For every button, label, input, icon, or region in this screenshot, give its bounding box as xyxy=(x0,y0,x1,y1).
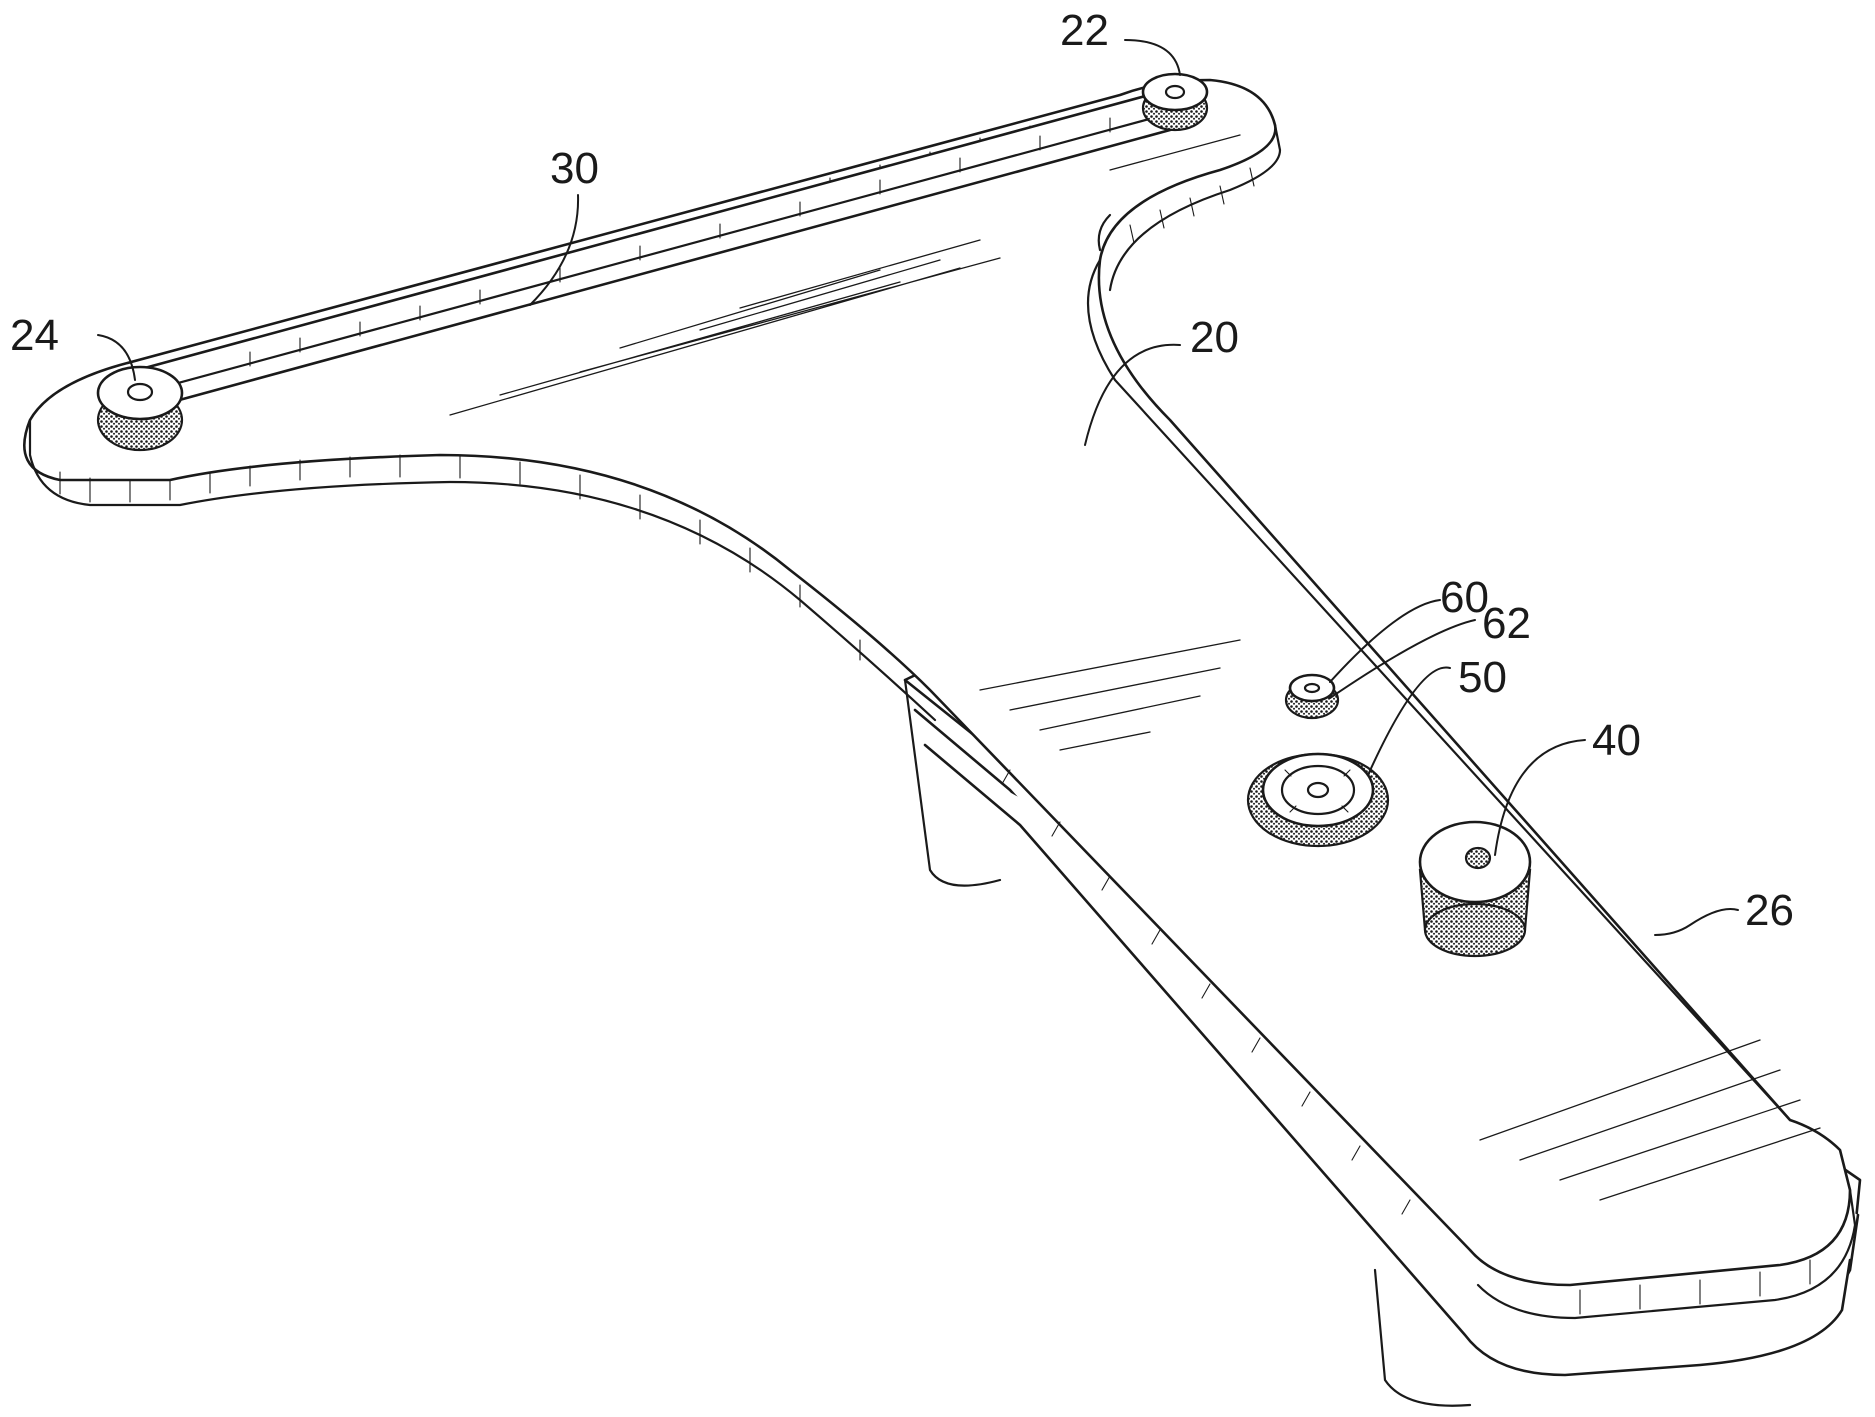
label-50: 50 xyxy=(1458,653,1507,702)
label-22: 22 xyxy=(1060,6,1109,55)
label-40: 40 xyxy=(1592,716,1641,765)
label-24: 24 xyxy=(10,311,59,360)
label-62: 62 xyxy=(1482,599,1531,648)
main-body xyxy=(24,80,1855,1318)
dial xyxy=(1248,754,1388,846)
label-30: 30 xyxy=(550,144,599,193)
pivot-24 xyxy=(98,367,182,450)
top-knob xyxy=(1420,822,1530,956)
label-20: 20 xyxy=(1190,313,1239,362)
pivot-22 xyxy=(1143,74,1207,130)
label-26: 26 xyxy=(1745,886,1794,935)
